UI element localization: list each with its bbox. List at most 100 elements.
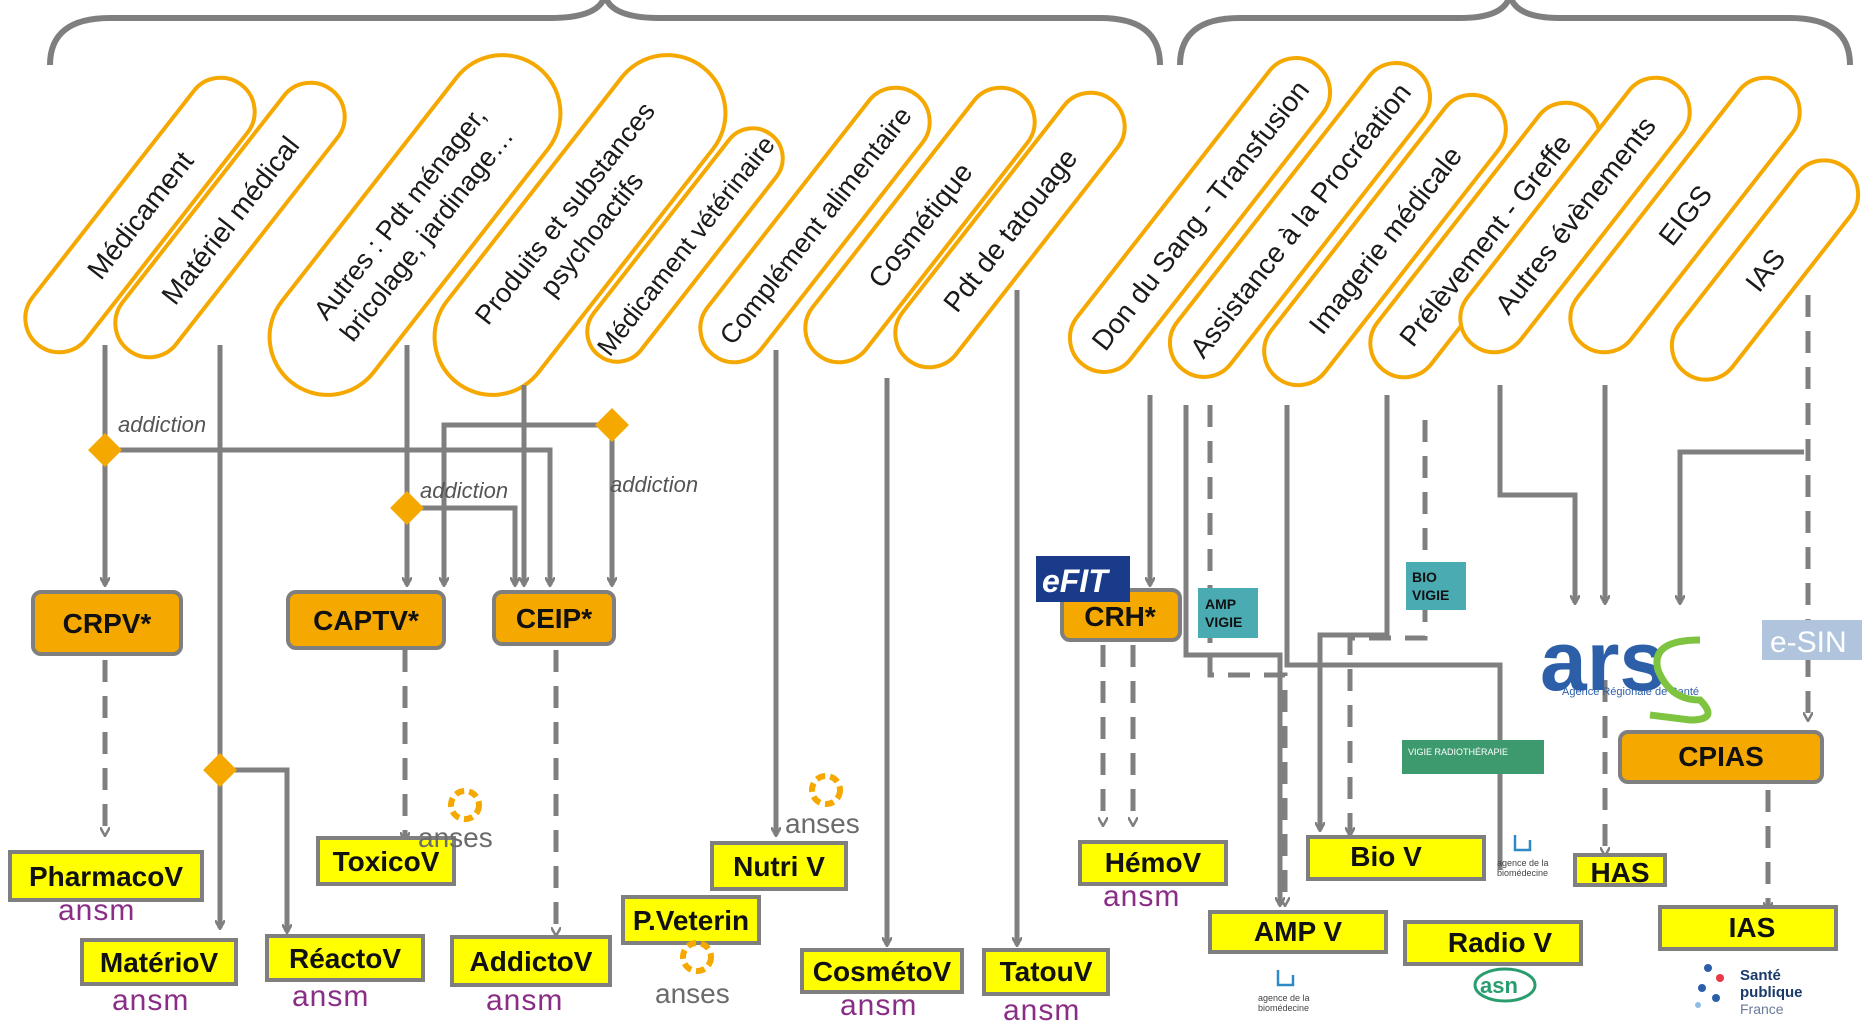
anses-logo: anses bbox=[655, 940, 730, 1009]
agence-biomedecine-logo: agence de la biomédecine bbox=[1258, 970, 1310, 1013]
vigilance-pharmacov: PharmacoV bbox=[8, 850, 204, 902]
logo-text: biomédecine bbox=[1497, 868, 1548, 878]
diamond bbox=[88, 433, 122, 467]
center-label: CAPTV* bbox=[313, 605, 419, 636]
tag-line: VIGIE bbox=[1205, 614, 1242, 630]
ansm-logo: ansm bbox=[58, 894, 135, 927]
logo-text: ansm bbox=[840, 989, 917, 1022]
logo-text: ansm bbox=[486, 984, 563, 1017]
ansm-logo: ansm bbox=[1003, 994, 1080, 1024]
logo-text: ansm bbox=[292, 980, 369, 1013]
ansm-logo: ansm bbox=[486, 984, 563, 1017]
ansm-logo: ansm bbox=[840, 989, 917, 1022]
efit-logo: eFIT bbox=[1036, 556, 1130, 602]
center-crpv: CRPV* bbox=[31, 590, 183, 656]
vigilance-ias: IAS bbox=[1658, 905, 1838, 951]
tag-line: BIO bbox=[1412, 569, 1437, 585]
vigilance-cosmetov: CosmétoV bbox=[800, 948, 964, 994]
vigilance-hemov: HémoV bbox=[1078, 840, 1228, 886]
vigilance-ampv: AMP V bbox=[1208, 910, 1388, 954]
addiction-label: addiction bbox=[610, 472, 698, 497]
vigilance-label: MatérioV bbox=[100, 947, 219, 978]
center-cpias: CPIAS bbox=[1618, 730, 1824, 784]
vigilance-reactov: RéactoV bbox=[265, 934, 425, 982]
logo-text: agence de la bbox=[1497, 858, 1549, 868]
vigilance-label: Nutri V bbox=[733, 851, 825, 882]
diamond bbox=[595, 408, 629, 442]
logo-text: e-SIN bbox=[1770, 626, 1847, 659]
brace-left bbox=[47, 0, 1163, 66]
logo-text: anses bbox=[785, 808, 860, 839]
logo-text: ars bbox=[1540, 614, 1666, 708]
connectors-dashed bbox=[105, 295, 1808, 935]
vigilance-label: TatouV bbox=[1000, 956, 1093, 987]
logo-text: eFIT bbox=[1042, 563, 1110, 599]
logo-text: ansm bbox=[58, 894, 135, 927]
logo-text: ansm bbox=[1103, 880, 1180, 913]
addiction-label: addiction bbox=[420, 478, 508, 503]
diamond bbox=[390, 491, 424, 525]
vigilance-has: HAS bbox=[1573, 853, 1667, 888]
anses-logo: anses bbox=[785, 773, 860, 839]
sante-publique-france-logo: Santé publique France bbox=[1695, 964, 1803, 1017]
logo-text: asn bbox=[1480, 973, 1518, 998]
brace-right bbox=[1177, 0, 1853, 66]
esin-logo: e-SIN bbox=[1762, 620, 1862, 660]
center-label: CPIAS bbox=[1678, 741, 1764, 772]
logo-text: agence de la bbox=[1258, 993, 1310, 1003]
vigilance-biov: Bio V bbox=[1306, 835, 1486, 881]
tag-line: AMP bbox=[1205, 596, 1236, 612]
center-label: CRH* bbox=[1084, 601, 1156, 632]
vigilance-tatouv: TatouV bbox=[982, 948, 1110, 996]
vigilance-label: P.Veterin bbox=[633, 905, 749, 936]
bio-vigie-tag: BIO VIGIE bbox=[1406, 562, 1466, 610]
vigilance-label: HémoV bbox=[1105, 847, 1202, 878]
vigilance-label: Radio V bbox=[1448, 927, 1553, 958]
domain-pill-produits-psychoactifs: Produits et substances psychoactifs bbox=[432, 53, 728, 397]
ansm-logo: ansm bbox=[292, 980, 369, 1013]
vigilance-label: CosmétoV bbox=[813, 956, 952, 987]
addiction-label: addiction bbox=[118, 412, 206, 437]
vigilance-label: RéactoV bbox=[289, 943, 401, 974]
center-crh: CRH* bbox=[1060, 588, 1182, 642]
vigilance-pveterin: P.Veterin bbox=[621, 895, 761, 945]
diamond bbox=[203, 753, 237, 787]
vigilance-label: AddictoV bbox=[470, 946, 593, 977]
logo-text: anses bbox=[655, 978, 730, 1009]
vigie-radiotherapie-logo: VIGIE RADIOTHÉRAPIE bbox=[1402, 740, 1544, 774]
logo-text: anses bbox=[418, 822, 493, 853]
asn-logo: asn bbox=[1473, 967, 1537, 1003]
vigilance-addictov: AddictoV bbox=[450, 935, 612, 987]
vigilance-toxicov: ToxicoV bbox=[316, 836, 456, 886]
agence-biomedecine-logo: agence de la biomédecine bbox=[1497, 835, 1549, 878]
logo-subtitle: Agence Régionale de Santé bbox=[1562, 686, 1699, 698]
ars-logo: ars Agence Régionale de Santé bbox=[1540, 614, 1712, 724]
domain-pill-eigs: EIGS bbox=[1568, 75, 1802, 355]
logo-text: Santé bbox=[1740, 967, 1781, 984]
logo-text: ansm bbox=[1003, 994, 1080, 1024]
amp-vigie-tag: AMP VIGIE bbox=[1198, 588, 1258, 638]
ansm-logo: ansm bbox=[1103, 880, 1180, 913]
logo-text: France bbox=[1740, 1001, 1784, 1017]
ansm-logo: ansm bbox=[112, 984, 188, 1017]
tag-line: VIGIE bbox=[1412, 587, 1449, 603]
vigilance-label: IAS bbox=[1729, 912, 1776, 943]
logo-text: publique bbox=[1740, 984, 1803, 1001]
domain-pill-ias: IAS bbox=[1669, 158, 1861, 382]
center-ceip: CEIP* bbox=[492, 590, 616, 646]
vigilance-radiov: Radio V bbox=[1403, 920, 1583, 966]
tag-line: VIGIE RADIOTHÉRAPIE bbox=[1408, 747, 1508, 757]
domain-pill-autres-pdt: Autres : Pdt ménager, bricolage, jardina… bbox=[267, 53, 563, 397]
vigilance-label: PharmacoV bbox=[29, 861, 183, 892]
logo-text: biomédecine bbox=[1258, 1003, 1309, 1013]
vigilance-label: AMP V bbox=[1254, 916, 1342, 947]
center-captv: CAPTV* bbox=[286, 590, 446, 650]
junction-diamonds bbox=[88, 408, 629, 787]
center-label: CEIP* bbox=[516, 603, 592, 634]
vigilance-label: ToxicoV bbox=[333, 846, 440, 877]
center-label: CRPV* bbox=[63, 608, 152, 639]
vigilance-label: Bio V bbox=[1350, 841, 1422, 872]
vigilance-materiov: MatérioV bbox=[80, 938, 238, 986]
vigilance-nutriv: Nutri V bbox=[710, 841, 848, 891]
